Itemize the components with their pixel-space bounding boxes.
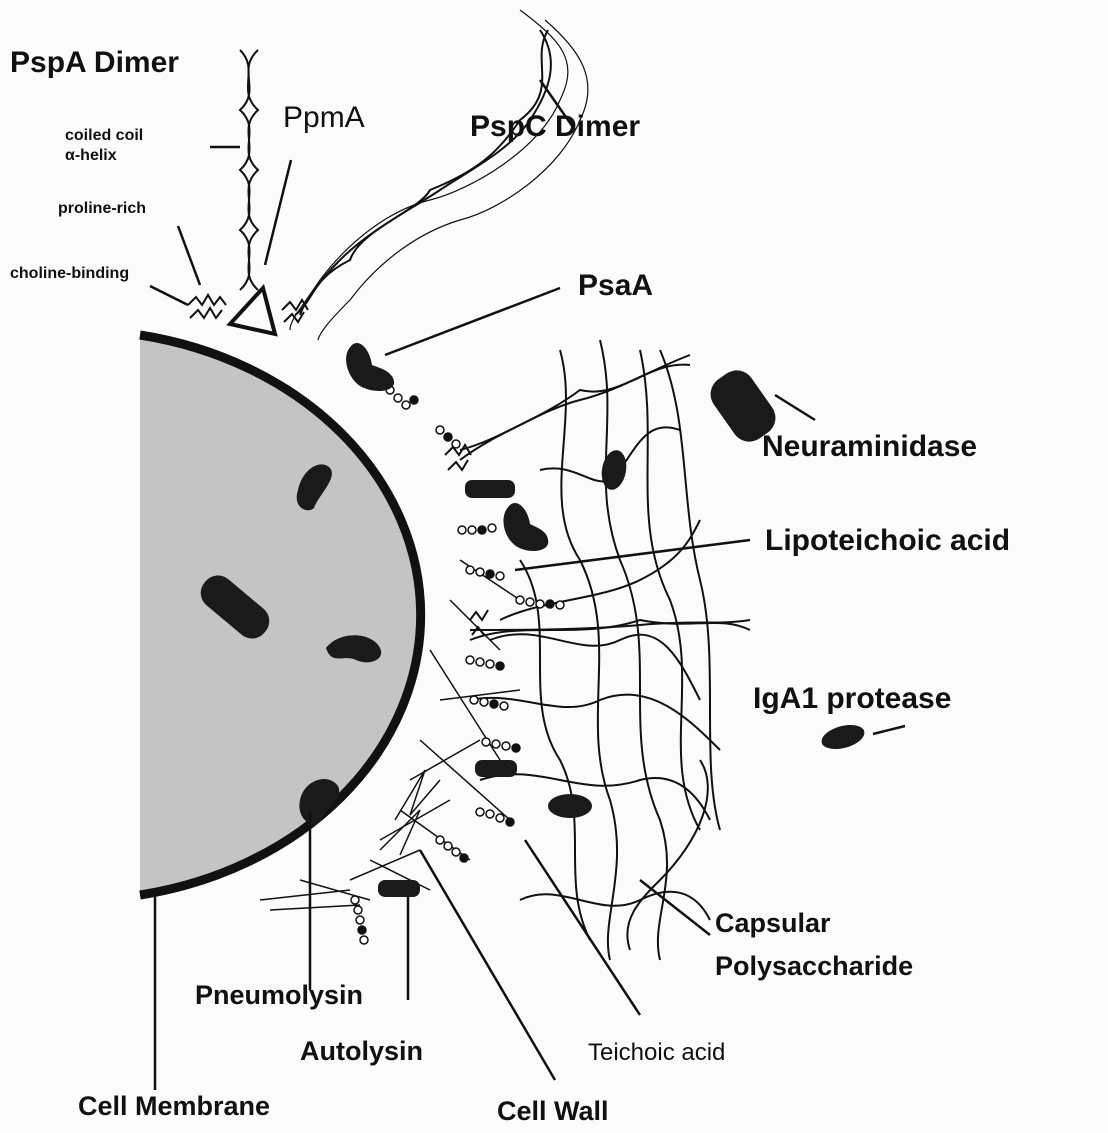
autolysin-protein [378,880,420,897]
capsular-label-line2: Polysaccharide [715,951,913,981]
choline-binding-label: choline-binding [10,265,129,282]
capsular-polysaccharide-strands [470,340,720,960]
coiled-coil-label: coiled coil [65,127,143,144]
psaa-label: PsaA [578,269,653,302]
cell-wall-label: Cell Wall [497,1096,609,1126]
cytoplasm [140,335,421,895]
psaa-protein-1 [346,343,394,391]
iga1-protease-protein [819,721,867,754]
pspc-dimer-label: PspC Dimer [470,110,640,143]
teichoic-acid-label: Teichoic acid [588,1039,725,1066]
membrane-protein-2 [475,760,517,777]
lipoteichoic-acid-label: Lipoteichoic acid [765,524,1010,557]
iga1-protease-label: IgA1 protease [753,682,951,715]
autolysin-label: Autolysin [300,1036,423,1066]
pspc-dimer-helix [282,10,588,340]
proline-rich-label: proline-rich [58,200,146,217]
neuraminidase-label: Neuraminidase [762,430,977,463]
capsular-label-line1: Capsular [715,908,831,938]
capsule-protein-2 [548,794,592,818]
capsule-protein-1 [599,448,630,492]
cell-membrane-label: Cell Membrane [78,1091,270,1121]
membrane-protein-1 [465,480,515,498]
ppma-label: PpmA [283,101,365,134]
pneumolysin-label: Pneumolysin [195,980,363,1010]
pspa-dimer-label: PspA Dimer [10,46,179,79]
psaa-protein-2 [503,503,548,551]
ppma-triangle [230,288,275,334]
alpha-helix-label: α-helix [65,147,117,164]
